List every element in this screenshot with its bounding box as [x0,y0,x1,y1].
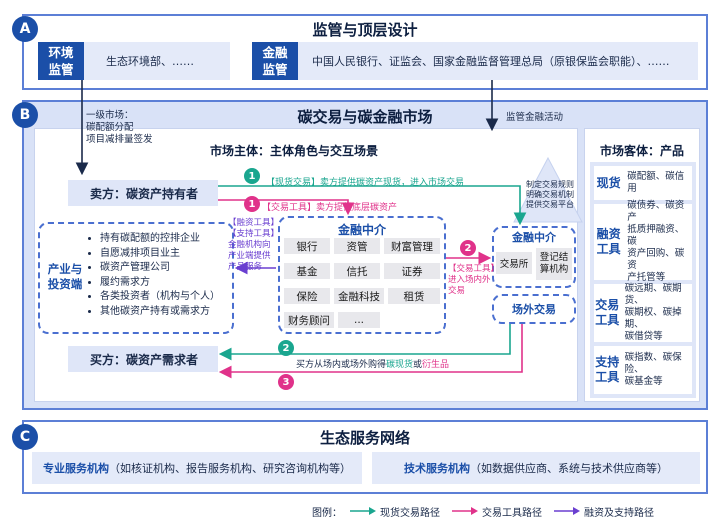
intermediary-cell: 财务顾问 [284,312,334,328]
industry-box [38,222,234,334]
buyer-path-or: 或 [413,360,423,370]
legend-finance-arrow-icon [554,507,580,515]
section-c-title: 生态服务网络 [319,429,410,447]
object-text: 碳债券、碳资产 抵质押融资、碳 资产回购、碳资 产托管等 [627,200,685,283]
industry-list: 持有碳配额的控排企业 自愿减排项目业主 碳资产管理公司 履约需求方 各类投资者（… [86,232,236,319]
object-tag: 支持 工具 [595,355,620,384]
seller-box: 卖方：碳资产持有者 [68,180,218,206]
object-tag: 交易 工具 [595,298,620,327]
object-text: 碳远期、碳期货、 碳期权、碳掉期、 碳借贷等 [624,283,682,342]
exchange-cell: 登记结算机构 [536,248,572,280]
fin-regulation-tag: 金融 监管 [252,42,298,80]
industry-item: 其他碳资产持有或需求方 [100,305,236,320]
object-row-support: 支持 工具 碳指数、碳保险、 碳基金等 [594,346,692,394]
industry-item: 履约需求方 [100,276,236,291]
object-tag: 融资 工具 [596,227,621,256]
professional-services-box: 专业服务机构（如核证机构、报告服务机构、研究咨询机构等） [32,452,362,484]
section-b-title: 碳交易与碳金融市场 [297,108,433,126]
intermediary-cell: 租赁 [388,288,440,304]
fin-regulation-text: 中国人民银行、证监会、国家金融监督管理总局（原银保监会职能）、…… [312,55,670,68]
path-number-2-green: 2 [278,340,294,356]
subject-title: 市场主体：主体角色与交互场景 [210,144,379,158]
industry-item: 碳资产管理公司 [100,261,236,276]
section-a-title: 监管与顶层设计 [312,21,418,39]
env-regulation-text: 生态环境部、…… [106,55,194,68]
supervise-note: 监管金融活动 [506,112,564,123]
legend-spot-label: 现货交易路径 [380,507,440,519]
intermediary-cell: 证券 [384,263,440,279]
industry-item: 自愿减排项目业主 [100,247,236,262]
buyer-label: 买方：碳资产需求者 [90,352,199,367]
legend-finance-label: 融资及支持路径 [584,507,654,519]
exchange-title: 金融中介 [512,231,556,244]
finance-tools-label: 【融资工具】 【支持工具】 金融机构向 产业端提供 产品服务 [228,218,280,272]
seller-label: 卖方：碳资产持有者 [90,186,199,201]
section-a-badge: A [12,16,38,42]
exchange-cell: 交易所 [496,252,532,274]
tool-path-label: 【交易工具】卖方提供底层碳资产 [262,203,398,213]
object-title: 市场客体：产品 [599,144,684,158]
intermediary-title: 金融中介 [337,223,386,237]
object-row-spot: 现货 碳配额、碳信用 [594,166,692,200]
tech-services-name: 技术服务机构 [404,462,470,475]
industry-tag: 产业与 投资端 [47,262,83,291]
buyer-path-text: 买方从场内或场外购得 [296,360,387,370]
tool-exchange-label: 【交易工具】 进入场内外 交易 [448,264,500,296]
intermediary-cell: 基金 [284,263,330,279]
buyer-box: 买方：碳资产需求者 [68,346,218,372]
path-number-1: 1 [244,168,260,184]
intermediary-cell: 保险 [284,288,330,304]
tech-services-desc: （如数据供应商、系统与技术供应商等） [470,462,668,475]
path-number-1-pink: 1 [244,196,260,212]
rule-note: 制定交易规则 明确交易机制 提供交易平台 [526,180,574,209]
object-row-trade: 交易 工具 碳远期、碳期货、 碳期权、碳掉期、 碳借贷等 [594,283,692,342]
path-number-2-pink: 2 [460,240,476,256]
primary-market-note: 一级市场： 碳配额分配 项目减排量签发 [86,110,153,145]
intermediary-cell: 信托 [334,263,380,279]
intermediary-cell: 银行 [284,238,330,254]
buyer-path-label: 买方从场内或场外购得碳现货或衍生品 [296,357,449,370]
intermediary-cell: 资管 [334,238,380,254]
env-regulation-tag: 环境 监管 [38,42,84,80]
professional-services-name: 专业服务机构 [43,462,109,475]
object-tag: 现货 [596,175,621,190]
fin-regulation-box: 中国人民银行、证监会、国家金融监督管理总局（原银保监会职能）、…… [298,42,698,80]
object-text: 碳指数、碳保险、 碳基金等 [624,352,682,387]
object-text: 碳配额、碳信用 [627,171,685,194]
rule-triangle [513,156,583,223]
intermediary-cell: 金融科技 [334,288,384,304]
legend-title: 图例： [312,507,342,519]
intermediary-cell: 财富管理 [384,238,440,254]
legend-spot-arrow-icon [350,507,376,515]
intermediary-cell: ... [338,312,380,328]
legend-tool-label: 交易工具路径 [482,507,542,519]
industry-item: 持有碳配额的控排企业 [100,232,236,247]
path-number-3: 3 [278,374,294,390]
section-b-badge: B [12,102,38,128]
section-c-badge: C [12,424,38,450]
object-row-finance: 融资 工具 碳债券、碳资产 抵质押融资、碳 资产回购、碳资 产托管等 [594,200,692,283]
buyer-path-derivative: 衍生品 [422,360,450,370]
buyer-path-spot: 碳现货 [386,360,414,370]
spot-path-label: 【现货交易】卖方提供碳资产现货，进入市场交易 [266,178,465,188]
legend: 图例： 现货交易路径 交易工具路径 融资及支持路径 [312,502,712,520]
otc-label: 场外交易 [512,303,556,316]
tech-services-box: 技术服务机构（如数据供应商、系统与技术供应商等） [372,452,700,484]
otc-box: 场外交易 [492,294,576,324]
legend-tool-arrow-icon [452,507,478,515]
professional-services-desc: （如核证机构、报告服务机构、研究咨询机构等） [109,462,351,475]
env-regulation-box: 生态环境部、…… [84,42,230,80]
industry-item: 各类投资者（机构与个人） [100,290,236,305]
